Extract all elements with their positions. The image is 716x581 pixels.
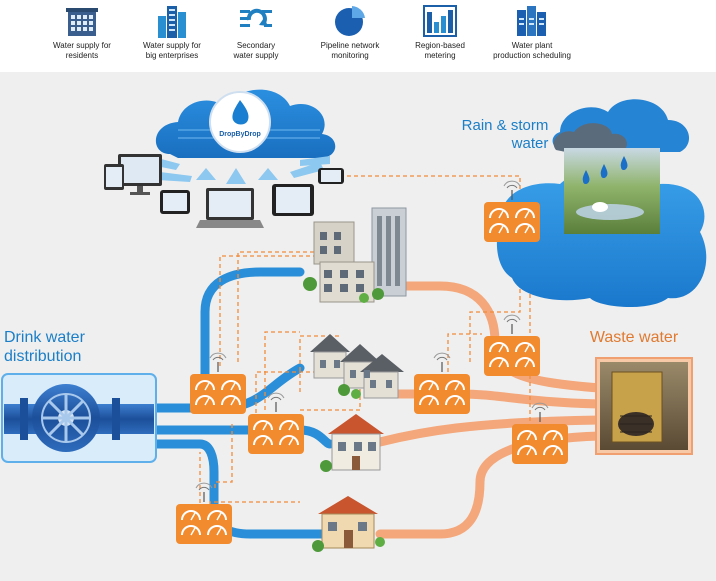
devices [104,154,344,228]
category-label: Region-based metering [415,41,465,60]
wifi-antenna-icon [209,352,227,372]
meter-dial-icon [489,342,509,353]
category-bar-chart: Region-based metering [390,4,490,61]
bar-chart-icon [390,4,490,38]
skyscrapers-icon [122,4,222,38]
category-pie-chart: Pipeline network monitoring [300,4,400,61]
cottage [312,496,385,552]
meter-dial-icon [445,395,465,406]
meter-dial-icon [517,430,537,441]
meter-dial-icon [543,430,563,441]
meter-dial-icon [253,420,273,431]
meter-dial-icon [445,380,465,391]
meter-dial-icon [419,380,439,391]
cloud-arrows [146,156,330,184]
meter-dial-icon [195,395,215,406]
wifi-antenna-icon [433,352,451,372]
main-valve [1,373,157,463]
server-rack-icon [482,4,582,38]
rain-storm-area [496,99,707,308]
category-label: Water plant production scheduling [493,41,571,60]
wifi-antenna-icon [267,392,285,412]
drink-label-line2: distribution [4,348,81,365]
waste-water-area [595,357,693,455]
meter-dial-icon [515,342,535,353]
meter-dial-icon [253,435,273,446]
meter-dial-icon [195,380,215,391]
meter-dial-icon [489,357,509,368]
smart-meter [176,482,232,544]
smart-meter [248,392,304,454]
pie-chart-icon [300,4,400,38]
wifi-antenna-icon [195,482,213,502]
meter-dial-icon [207,525,227,536]
meter-dial-icon [515,208,535,219]
wifi-antenna-icon [531,402,549,422]
meter-dial-icon [207,510,227,521]
smart-meter [484,180,540,242]
drink-label-line1: Drink water [4,329,86,346]
meter-dial-icon [489,223,509,234]
category-label: Water supply for big enterprises [143,41,201,60]
meter-dial-icon [221,395,241,406]
laptop-icon [196,188,264,228]
phone-icon [318,168,344,184]
smart-meter [414,352,470,414]
residential-houses [310,334,404,399]
diagram-canvas: DropByDrop [0,72,716,581]
meter-dial-icon [543,445,563,456]
meter-dial-icon [515,357,535,368]
cloud-brand-text: DropByDrop [219,131,261,138]
ipad-icon [272,184,314,216]
category-label: Secondary water supply [233,41,279,60]
orange-pipe-mid2 [375,415,605,447]
meter-dial-icon [279,435,299,446]
smart-meter [190,352,246,414]
tablet-icon [160,190,190,214]
meter-dial-icon [419,395,439,406]
category-server-rack: Water plant production scheduling [482,4,582,61]
waste-label: Waste water [590,329,679,346]
city-buildings [303,207,407,303]
category-label: Pipeline network monitoring [320,41,380,60]
rain-label-line1: Rain & storm [462,117,549,134]
wifi-antenna-icon [503,180,521,200]
category-skyscrapers: Water supply for big enterprises [122,4,222,61]
rain-label-line2: water [511,135,549,152]
recycle-water-icon [206,4,306,38]
meter-dial-icon [181,525,201,536]
smart-meter [484,314,540,376]
data-cloud: DropByDrop [155,89,336,158]
category-recycle-water: Secondary water supply [206,4,306,61]
blue-pipe-lower [145,439,335,539]
wifi-antenna-icon [503,314,521,334]
meter-dial-icon [221,380,241,391]
apartment-building-icon [32,4,132,38]
smart-meters [176,180,568,544]
meter-dial-icon [517,445,537,456]
water-network-diagram: DropByDrop [1,89,707,552]
meter-dial-icon [515,223,535,234]
laptop-small-icon [104,164,124,190]
category-apartment-building: Water supply for residents [32,4,132,61]
meter-dial-icon [181,510,201,521]
category-label: Water supply for residents [53,41,111,60]
category-bar: Water supply for residents Water supply f… [0,0,716,72]
meter-dial-icon [489,208,509,219]
smart-meter [512,402,568,464]
desktop-monitor-icon [118,154,162,195]
meter-dial-icon [279,420,299,431]
pond-photo [564,148,660,234]
brick-house [320,414,384,472]
